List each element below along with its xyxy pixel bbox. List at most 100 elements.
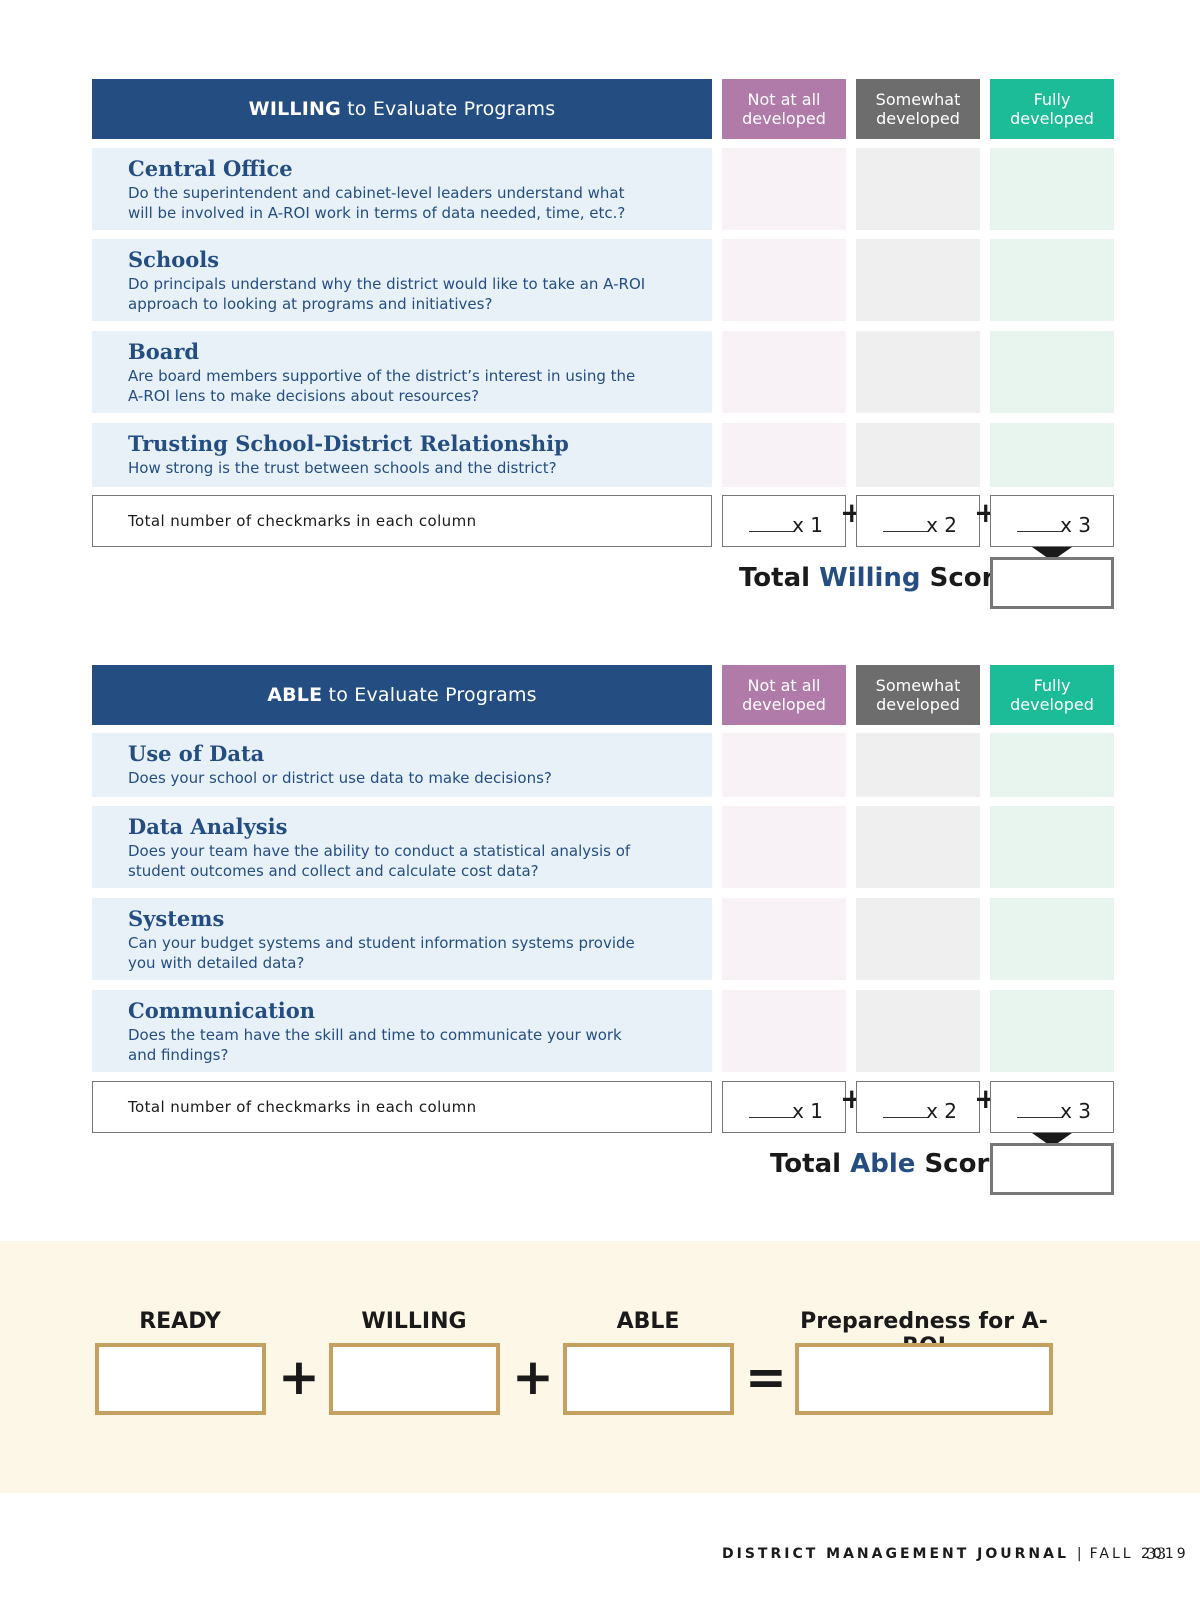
- blank-line: [1017, 531, 1063, 532]
- question-title: Board: [128, 339, 200, 364]
- checkbox-somewhat[interactable]: [856, 990, 980, 1072]
- question-title: Data Analysis: [128, 814, 288, 839]
- willing-score-box[interactable]: [329, 1343, 500, 1415]
- checkbox-not-at-all[interactable]: [722, 733, 846, 797]
- checkbox-fully[interactable]: [990, 148, 1114, 230]
- checkbox-not-at-all[interactable]: [722, 148, 846, 230]
- checkbox-not-at-all[interactable]: [722, 990, 846, 1072]
- ready-score-box[interactable]: [95, 1343, 266, 1415]
- preparedness-score-box[interactable]: [795, 1343, 1053, 1415]
- blank-line: [1017, 1117, 1063, 1118]
- willing-header-rest: to Evaluate Programs: [347, 98, 556, 120]
- checkbox-somewhat[interactable]: [856, 331, 980, 413]
- able-row-data-analysis: Data Analysis Does your team have the ab…: [92, 806, 1114, 888]
- question-title: Use of Data: [128, 741, 265, 766]
- multiplier-field-3[interactable]: x 3: [990, 1081, 1114, 1133]
- question-text: Do principals understand why the distric…: [128, 275, 646, 313]
- able-row-communication: Communication Does the team have the ski…: [92, 990, 1114, 1072]
- checkbox-fully[interactable]: [990, 733, 1114, 797]
- able-header-rest: to Evaluate Programs: [328, 684, 537, 706]
- checkbox-fully[interactable]: [990, 990, 1114, 1072]
- question: Central Office Do the superintendent and…: [92, 148, 712, 230]
- question-text: Does the team have the skill and time to…: [128, 1026, 622, 1064]
- ready-label: READY: [139, 1309, 221, 1334]
- able-header: ABLE to Evaluate Programs: [92, 665, 712, 725]
- checkbox-somewhat[interactable]: [856, 898, 980, 980]
- multiplier-field-1[interactable]: x 1: [722, 1081, 846, 1133]
- total-able-score-label: Total Able Score: [770, 1149, 1007, 1179]
- total-willing-score-box[interactable]: [990, 557, 1114, 609]
- total-label: Total number of checkmarks in each colum…: [92, 495, 712, 547]
- able-row-use-of-data: Use of Data Does your school or district…: [92, 733, 1114, 797]
- question-text: Do the superintendent and cabinet-level …: [128, 184, 626, 222]
- multiplier-text: x 2: [926, 513, 957, 537]
- multiplier-field-2[interactable]: x 2: [856, 1081, 980, 1133]
- willing-row-schools: Schools Do principals understand why the…: [92, 239, 1114, 321]
- question-title: Trusting School-District Relationship: [128, 431, 569, 456]
- able-total-row: Total number of checkmarks in each colum…: [92, 1081, 1114, 1133]
- willing-header-strong: WILLING: [248, 98, 341, 120]
- willing-header: WILLING to Evaluate Programs: [92, 79, 712, 139]
- question-title: Communication: [128, 998, 316, 1023]
- question-text: How strong is the trust between schools …: [128, 459, 557, 477]
- checkbox-not-at-all[interactable]: [722, 239, 846, 321]
- multiplier-text: x 3: [1060, 1099, 1091, 1123]
- blank-line: [749, 1117, 795, 1118]
- page-number: 33: [1146, 1544, 1167, 1563]
- multiplier-text: x 1: [792, 1099, 823, 1123]
- checkbox-somewhat[interactable]: [856, 239, 980, 321]
- checkbox-somewhat[interactable]: [856, 733, 980, 797]
- checkbox-somewhat[interactable]: [856, 148, 980, 230]
- question-title: Systems: [128, 906, 225, 931]
- question: Data Analysis Does your team have the ab…: [92, 806, 712, 888]
- question-text: Can your budget systems and student info…: [128, 934, 635, 972]
- willing-row-central-office: Central Office Do the superintendent and…: [92, 148, 1114, 230]
- plus-icon: +: [278, 1348, 320, 1406]
- checkbox-somewhat[interactable]: [856, 423, 980, 487]
- total-label: Total number of checkmarks in each colum…: [92, 1081, 712, 1133]
- preparedness-summary-band: READY WILLING ABLE Preparedness for A-RO…: [0, 1241, 1200, 1493]
- footer: DISTRICT MANAGEMENT JOURNAL|FALL 2019: [722, 1546, 1189, 1562]
- publication-name: DISTRICT MANAGEMENT JOURNAL: [722, 1546, 1069, 1562]
- question: Use of Data Does your school or district…: [92, 733, 712, 797]
- multiplier-field-1[interactable]: x 1: [722, 495, 846, 547]
- footer-separator: |: [1076, 1546, 1082, 1562]
- checkbox-fully[interactable]: [990, 898, 1114, 980]
- question-text: Does your team have the ability to condu…: [128, 842, 631, 880]
- checkbox-somewhat[interactable]: [856, 806, 980, 888]
- able-score-box[interactable]: [563, 1343, 734, 1415]
- multiplier-text: x 3: [1060, 513, 1091, 537]
- willing-label: WILLING: [361, 1309, 467, 1334]
- multiplier-field-3[interactable]: x 3: [990, 495, 1114, 547]
- checkbox-fully[interactable]: [990, 239, 1114, 321]
- able-label: ABLE: [616, 1309, 680, 1334]
- multiplier-field-2[interactable]: x 2: [856, 495, 980, 547]
- checkbox-not-at-all[interactable]: [722, 423, 846, 487]
- willing-row-trusting-relationship: Trusting School-District Relationship Ho…: [92, 423, 1114, 487]
- checkbox-not-at-all[interactable]: [722, 806, 846, 888]
- total-willing-score-label: Total Willing Score: [739, 563, 1013, 593]
- question-title: Central Office: [128, 156, 293, 181]
- checkbox-fully[interactable]: [990, 331, 1114, 413]
- willing-row-board: Board Are board members supportive of th…: [92, 331, 1114, 413]
- checkbox-fully[interactable]: [990, 423, 1114, 487]
- checkbox-fully[interactable]: [990, 806, 1114, 888]
- question-text: Are board members supportive of the dist…: [128, 367, 636, 405]
- question: Trusting School-District Relationship Ho…: [92, 423, 712, 487]
- checkbox-not-at-all[interactable]: [722, 331, 846, 413]
- total-able-score-box[interactable]: [990, 1143, 1114, 1195]
- willing-total-row: Total number of checkmarks in each colum…: [92, 495, 1114, 547]
- question: Communication Does the team have the ski…: [92, 990, 712, 1072]
- checkbox-not-at-all[interactable]: [722, 898, 846, 980]
- able-row-systems: Systems Can your budget systems and stud…: [92, 898, 1114, 980]
- question: Board Are board members supportive of th…: [92, 331, 712, 413]
